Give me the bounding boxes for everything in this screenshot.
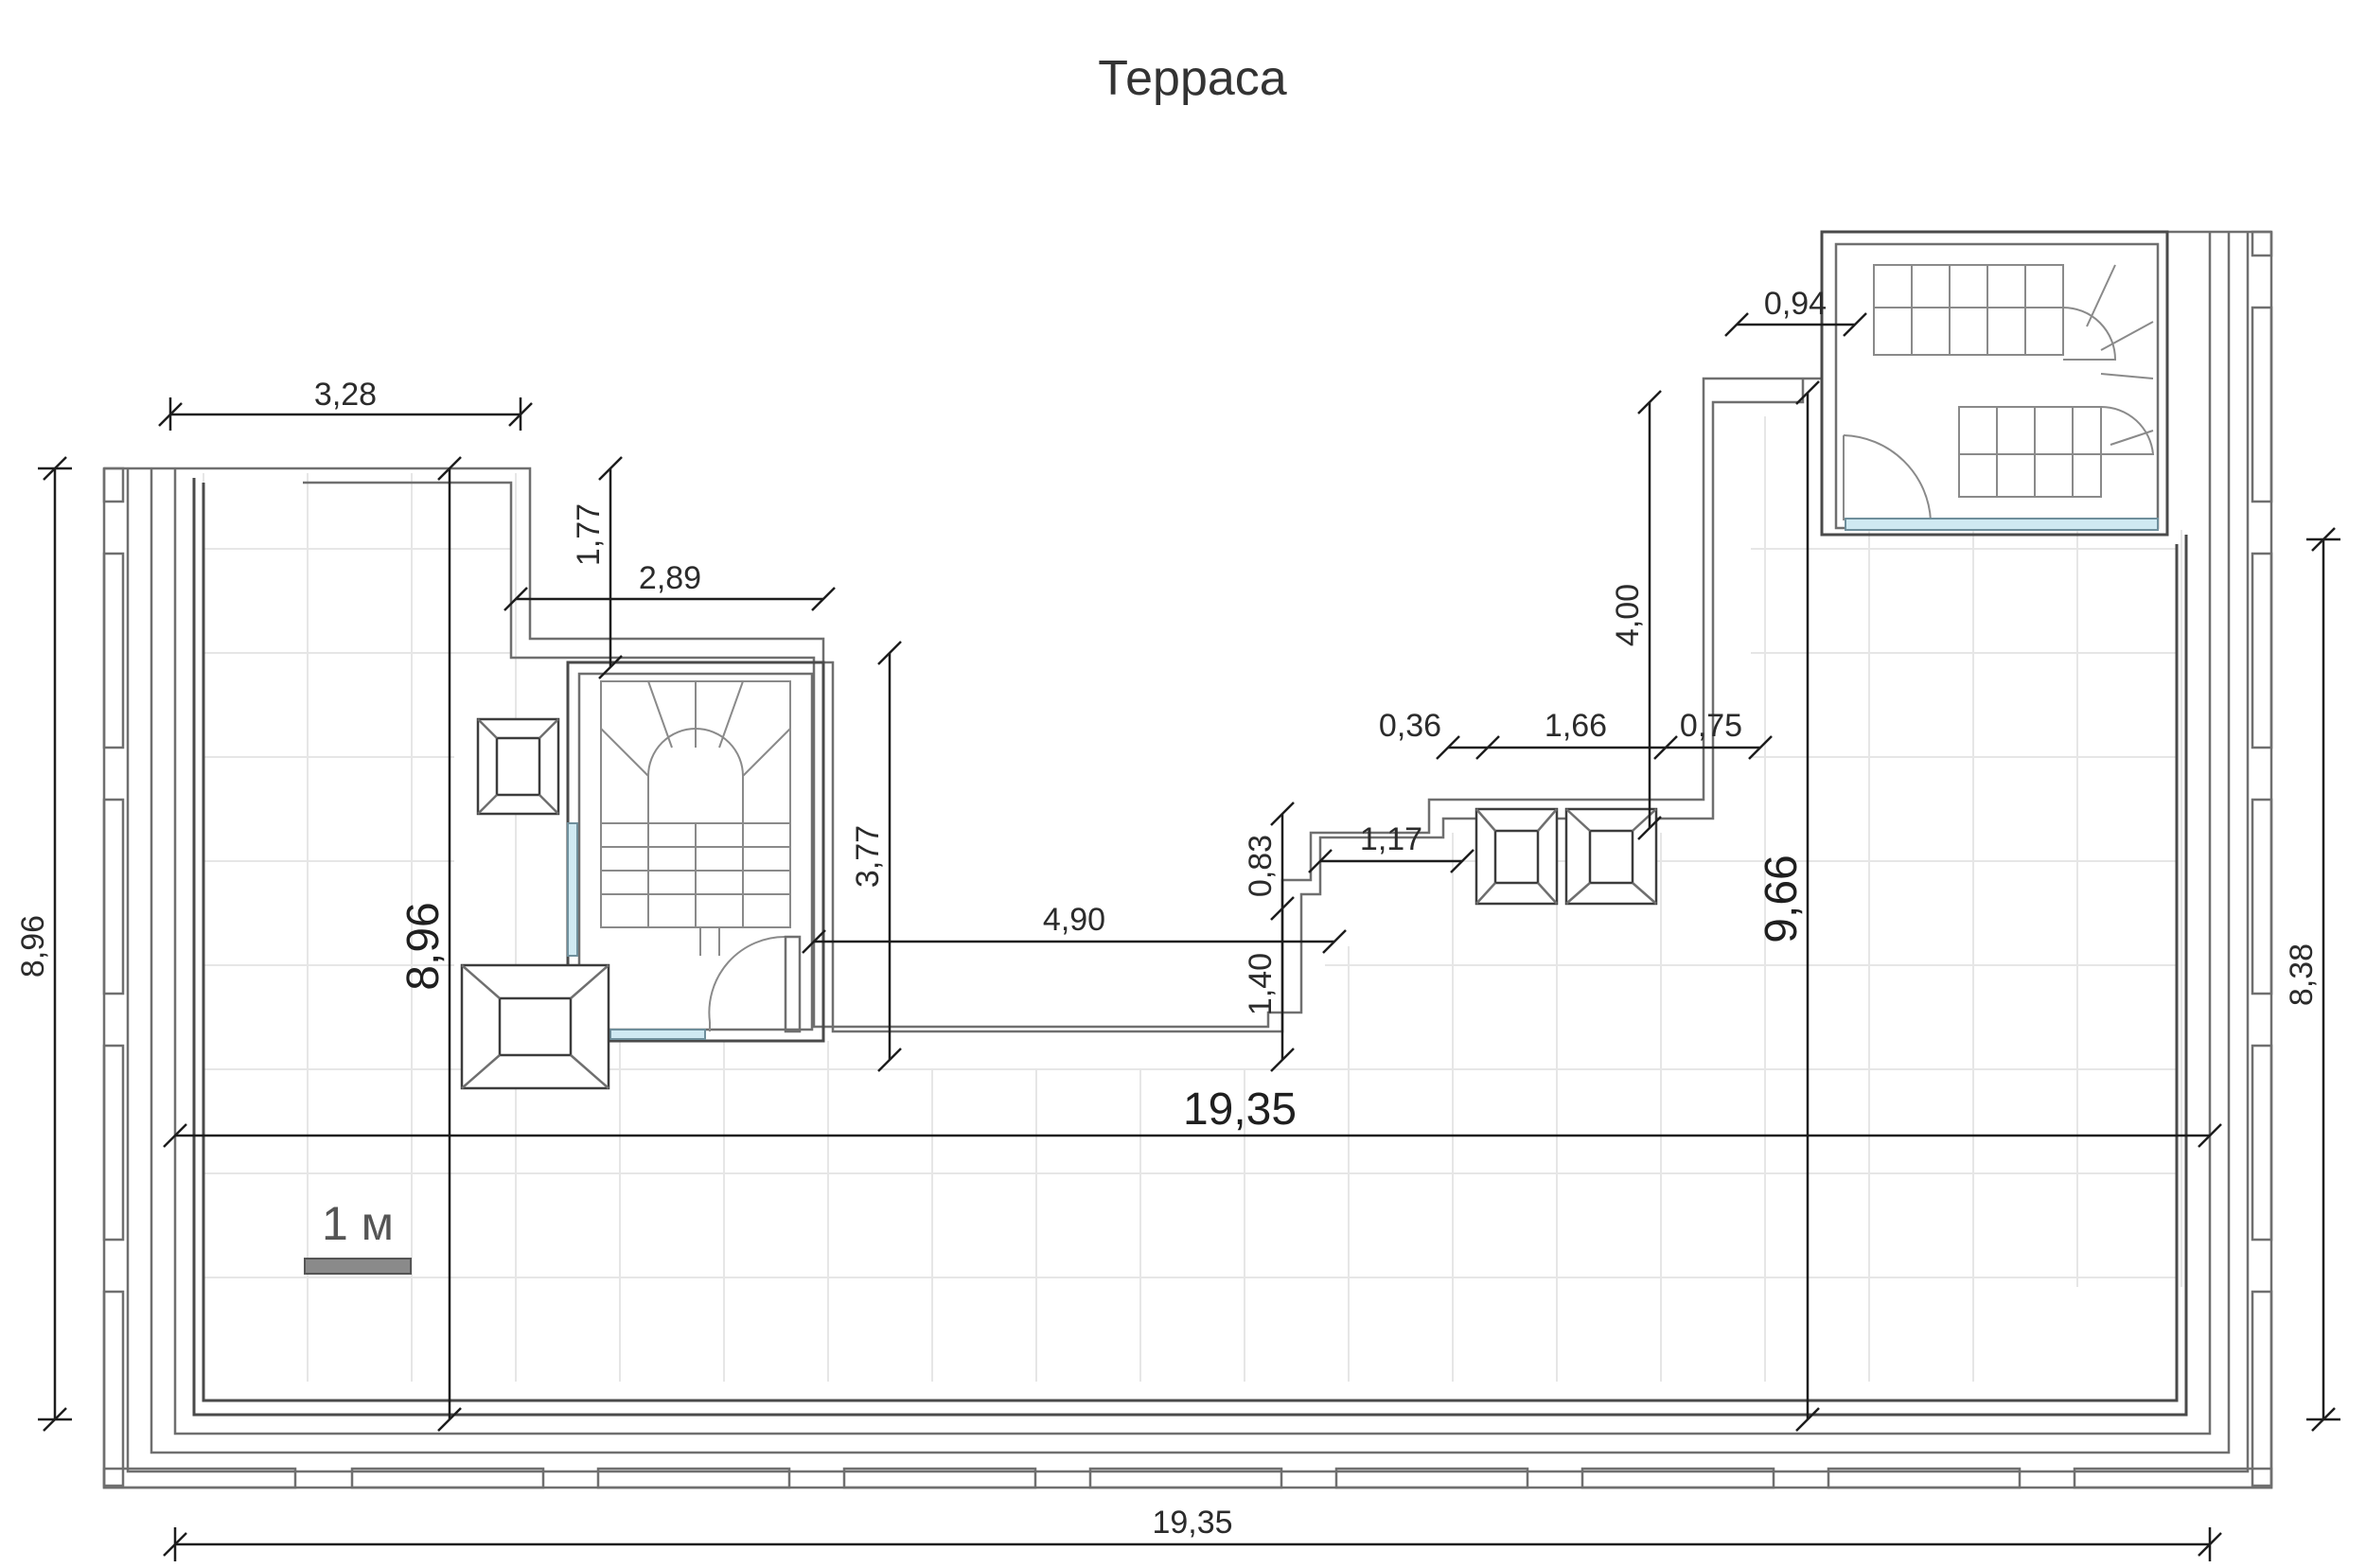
parapet-segments-bottom	[102, 1467, 2273, 1489]
dim-center-width: 4,90	[1043, 902, 1105, 938]
dim-right-offset-a: 0,36	[1379, 708, 1441, 744]
left-stair-window-side	[567, 822, 578, 957]
left-stair-enclosure	[566, 661, 825, 1043]
parapet-segments-right	[2251, 230, 2273, 1488]
dimension-lines	[38, 312, 2340, 1561]
dim-left-top-width: 3,28	[314, 377, 377, 413]
dim-right-offset-c: 0,75	[1680, 708, 1742, 744]
dim-right-height-outer: 8,38	[2284, 943, 2320, 1006]
dim-total-width-outer: 19,35	[1152, 1505, 1232, 1541]
dim-left-stair-depth: 3,77	[850, 825, 886, 888]
right-stair-enclosure	[1820, 230, 2169, 537]
dim-left-stair-gap: 1,77	[571, 503, 607, 566]
dim-step-lower: 1,40	[1243, 953, 1279, 1015]
left-skylights	[460, 717, 610, 1090]
dim-step-width: 1,17	[1360, 821, 1422, 857]
dim-right-offset-b: 1,66	[1545, 708, 1607, 744]
dim-step-upper: 0,83	[1243, 835, 1279, 897]
parapet-walls	[102, 230, 2273, 1489]
left-stair-window-bottom	[609, 1029, 706, 1040]
dim-total-width-inner: 19,35	[1183, 1084, 1297, 1135]
scale-bar-rect	[304, 1258, 412, 1275]
dim-left-height-inner: 8,96	[398, 902, 449, 990]
dimension-labels: 3,28 1,77 2,89 3,77 4,90 0,83 1,40 1,17 …	[15, 286, 2320, 1541]
dim-right-height-inner: 9,66	[1757, 854, 1807, 943]
dim-left-stair-width: 2,89	[639, 560, 701, 596]
scale-bar: 1 м	[304, 1197, 412, 1275]
dim-left-height-outer: 8,96	[15, 915, 51, 978]
parapet-segments-left	[102, 467, 125, 1488]
dim-right-stair-offset: 0,94	[1764, 286, 1827, 322]
right-stair-window	[1845, 518, 2159, 531]
dim-right-height: 4,00	[1610, 584, 1646, 646]
center-skylights	[1474, 807, 1658, 906]
plan-title: Терраса	[1098, 51, 1287, 106]
scale-label: 1 м	[322, 1197, 394, 1250]
floor-tile-grid	[203, 416, 2182, 1382]
